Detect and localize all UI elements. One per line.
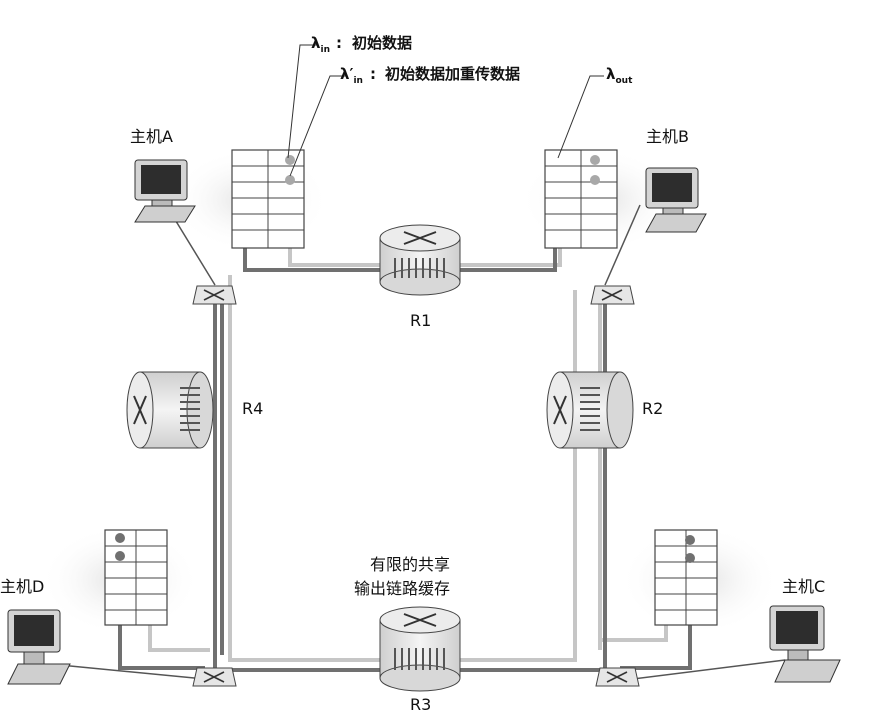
router-r2-label: R2 [642, 399, 663, 418]
router-r1-label: R1 [410, 311, 431, 330]
lambda-in-label: 初始数据 [352, 34, 412, 52]
computer-icon-host-c [769, 605, 841, 683]
buffer-host-a [231, 149, 305, 249]
switch-top-left [192, 285, 237, 305]
buffer-host-d [104, 529, 168, 626]
lambda-in-colon: : [336, 34, 342, 52]
buffer-note-line2: 输出链路缓存 [354, 579, 450, 598]
buffer-host-b [544, 149, 618, 249]
host-d-label: 主机D [0, 577, 44, 596]
router-r3 [379, 606, 461, 692]
computer-icon-host-d [7, 609, 71, 685]
switch-top-right [590, 285, 635, 305]
switch-bottom-right [595, 667, 640, 687]
router-r1 [379, 224, 461, 296]
buffer-host-c [654, 529, 718, 626]
buffer-note-line1: 有限的共享 [370, 555, 450, 574]
router-r2 [546, 371, 634, 449]
router-r4-label: R4 [242, 399, 263, 418]
router-r3-label: R3 [410, 695, 431, 712]
legend-leaders [287, 44, 604, 177]
host-b-label: 主机B [646, 127, 689, 146]
computer-icon-host-b [645, 167, 707, 233]
lambda-in-prime-symbol: λ′in [340, 65, 363, 86]
lambda-out-symbol: λout [606, 65, 633, 86]
switch-bottom-left [192, 667, 237, 687]
host-a-label: 主机A [130, 127, 173, 146]
lambda-in-prime-label: 初始数据加重传数据 [385, 65, 520, 83]
router-r4 [126, 371, 214, 449]
computer-icon-host-a [134, 159, 196, 223]
host-c-label: 主机C [782, 577, 825, 596]
lambda-in-prime-colon: : [370, 65, 376, 83]
lambda-in-symbol: λin [311, 34, 330, 55]
